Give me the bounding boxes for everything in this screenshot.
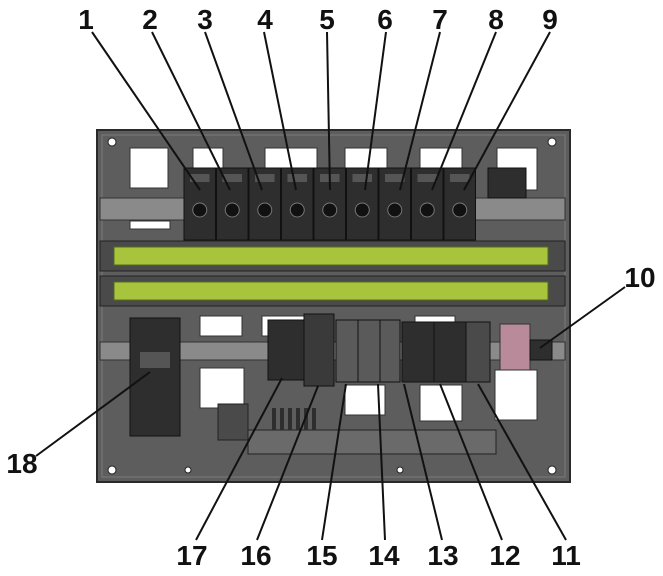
- breaker-knob-2: [224, 202, 240, 218]
- callout-6: 6: [377, 4, 393, 35]
- mounting-holes: [107, 137, 557, 475]
- callout-12: 12: [489, 540, 521, 571]
- callout-4: 4: [257, 4, 273, 35]
- breaker-knob-7: [387, 202, 403, 218]
- breaker-terminal-9: [450, 174, 470, 182]
- breaker-terminal-8: [417, 174, 437, 182]
- breaker-terminal-6: [352, 174, 372, 182]
- callout-10: 10: [624, 262, 656, 293]
- cable-duct: [247, 429, 497, 455]
- breaker-terminal-7: [385, 174, 405, 182]
- breaker-knob-8: [419, 202, 435, 218]
- breaker-knob-4: [289, 202, 305, 218]
- callout-5: 5: [319, 4, 335, 35]
- callout-2: 2: [142, 4, 158, 35]
- breaker-terminal-2: [222, 174, 242, 182]
- callout-8: 8: [488, 4, 504, 35]
- callout-9: 9: [542, 4, 558, 35]
- callout-11: 11: [551, 540, 581, 571]
- callout-16: 16: [240, 540, 272, 571]
- motor-protection-switch: [129, 317, 181, 437]
- callout-17: 17: [176, 540, 208, 571]
- breaker-terminal-3: [255, 174, 275, 182]
- breaker-knob-1: [192, 202, 208, 218]
- callout-14: 14: [368, 540, 400, 571]
- busbar-upper: [113, 246, 549, 266]
- callout-15: 15: [306, 540, 338, 571]
- top-din-rail-slot: [129, 220, 171, 230]
- callout-13: 13: [427, 540, 459, 571]
- leader-lines: [35, 31, 626, 541]
- duct-bracket: [217, 403, 249, 441]
- contactor-16: [303, 313, 335, 387]
- motor-protection-switch-label: [140, 352, 170, 368]
- relay-group: [335, 319, 401, 383]
- callout-1: 1: [78, 4, 94, 35]
- busbar-lower: [113, 281, 549, 301]
- callout-7: 7: [432, 4, 448, 35]
- end-terminal-clamp: [529, 339, 553, 361]
- breaker-knob-5: [322, 202, 338, 218]
- breaker-knob-3: [257, 202, 273, 218]
- right-terminal-block: [487, 167, 527, 199]
- callout-18: 18: [6, 448, 38, 479]
- breaker-knob-6: [354, 202, 370, 218]
- breaker-knob-9: [452, 202, 468, 218]
- contactor-17: [267, 319, 305, 381]
- lower-breaker-group: [401, 321, 491, 383]
- callout-3: 3: [197, 4, 213, 35]
- end-terminal: [499, 323, 531, 371]
- breaker-terminal-4: [287, 174, 307, 182]
- breaker-terminal-1: [190, 174, 210, 182]
